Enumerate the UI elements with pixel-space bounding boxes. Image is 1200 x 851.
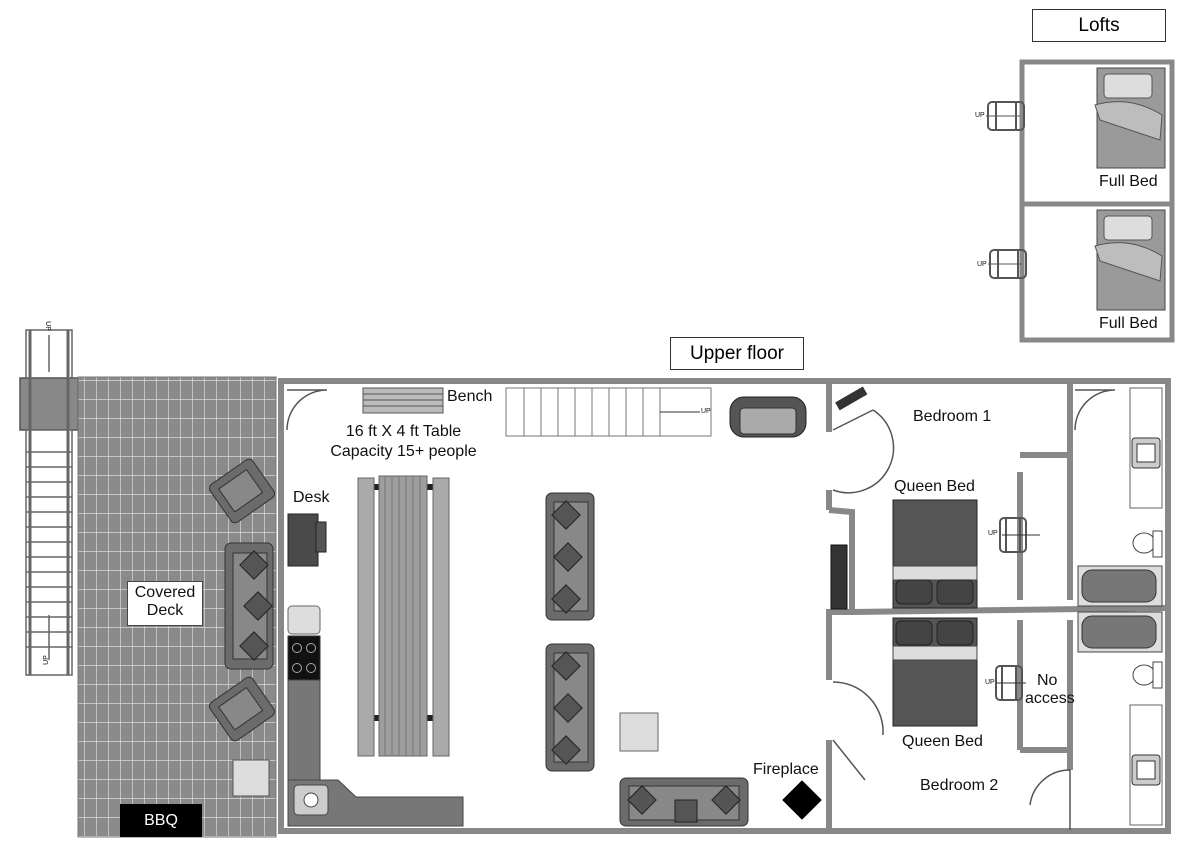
sofa-lower (545, 643, 595, 772)
table-label: 16 ft X 4 ft Table Capacity 15+ people (330, 423, 477, 461)
deck-chair-1 (208, 458, 276, 524)
loft-full-bed-2-label: Full Bed (1099, 315, 1158, 332)
loft-full-bed-2 (1094, 209, 1166, 311)
up-label-loft-1: UP (975, 112, 985, 119)
bedroom-2-label: Bedroom 2 (920, 777, 999, 794)
queen-bed-2-label: Queen Bed (902, 733, 983, 750)
deck-sofa (224, 542, 274, 670)
tv-icon (830, 544, 848, 610)
bedroom-1-label: Bedroom 1 (913, 408, 992, 425)
up-label-exterior-bottom: UP (42, 655, 50, 665)
bench (362, 387, 444, 414)
up-label-stairs: UP (701, 408, 711, 415)
no-access-label: No access (1025, 672, 1075, 708)
up-label-exterior-top: UP (43, 321, 51, 331)
armchair-top (729, 396, 807, 438)
up-label-bedroom-1: UP (988, 530, 998, 537)
desk (287, 513, 327, 567)
kitchen (287, 605, 464, 827)
bedroom-ladder-1 (999, 517, 1040, 553)
bbq-label: BBQ (120, 804, 202, 837)
bedroom1-tv-icon (835, 386, 868, 411)
loft-full-bed-1 (1094, 67, 1166, 169)
fireplace-icon (782, 780, 822, 820)
long-table (357, 475, 450, 757)
deck-side-table (232, 759, 270, 797)
sofa-bottom (619, 777, 749, 827)
coffee-table (619, 712, 659, 752)
queen-bed-bedroom2 (892, 617, 978, 727)
loft-ladder-2 (988, 249, 1027, 279)
queen-bed-bedroom1 (892, 499, 978, 609)
covered-deck-label: Covered Deck (127, 581, 203, 626)
loft-ladder-1 (986, 101, 1025, 131)
upper-floor-title: Upper floor (670, 337, 804, 370)
lofts-area (986, 59, 1175, 343)
queen-bed-1-label: Queen Bed (894, 478, 975, 495)
fireplace-label: Fireplace (753, 761, 819, 778)
up-label-loft-2: UP (977, 261, 987, 268)
exterior-stairs (19, 329, 79, 676)
desk-label: Desk (293, 489, 330, 506)
deck-chair-2 (208, 676, 276, 742)
covered-deck (77, 376, 277, 838)
bedroom-ladder-2 (995, 665, 1026, 701)
bench-label: Bench (447, 388, 493, 405)
doors (286, 389, 1116, 830)
bathroom-fixtures (1077, 387, 1163, 826)
up-label-bedroom-2: UP (985, 679, 995, 686)
sofa-upper (545, 492, 595, 621)
lofts-title: Lofts (1032, 9, 1166, 42)
interior-staircase (505, 387, 712, 437)
loft-full-bed-1-label: Full Bed (1099, 173, 1158, 190)
